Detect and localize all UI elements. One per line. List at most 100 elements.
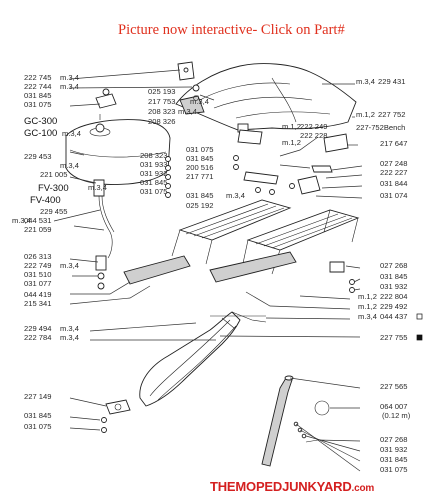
part-number-link[interactable]: 229 453 (24, 152, 51, 161)
part-number-link[interactable]: 031 075 (186, 145, 213, 154)
part-number-link[interactable]: 044 419 (24, 290, 51, 299)
model-annotation: m.3,4 (60, 161, 79, 170)
model-annotation: m.1,2 (282, 138, 301, 147)
part-number-link[interactable]: 031 844 (380, 179, 407, 188)
part-number-link[interactable]: 031 845 (24, 411, 51, 420)
part-number-link[interactable]: 222 784 (24, 333, 51, 342)
part-number-link[interactable]: 227 149 (24, 392, 51, 401)
model-annotation: m.3,4 (62, 129, 81, 138)
part-number-link[interactable]: 222 228 (300, 131, 327, 140)
model-annotation: m.3,4 (226, 191, 245, 200)
drawing-layer (53, 61, 363, 472)
part-number-link[interactable]: 025 192 (186, 201, 213, 210)
part-number-link[interactable]: 031 845 (24, 91, 51, 100)
part-number-link[interactable]: 031 845 (186, 191, 213, 200)
site-footer: THEMOPEDJUNKYARD.com (210, 479, 374, 494)
part-number-link[interactable]: 227 755 (380, 333, 407, 342)
model-annotation: m.3,4 (12, 216, 31, 225)
part-number-link[interactable]: 027 268 (380, 435, 407, 444)
footer-domain-suffix: .com (351, 483, 375, 494)
part-number-link[interactable]: 031 933 (140, 160, 167, 169)
part-number-link[interactable]: 222 249 (300, 122, 327, 131)
exhaust-flange (101, 399, 131, 433)
part-number-link[interactable]: 221 005 (40, 170, 67, 179)
part-number-link[interactable]: 031 075 (380, 465, 407, 474)
part-number-link[interactable]: 221 059 (24, 225, 51, 234)
seat-latch (179, 95, 205, 115)
part-number-link[interactable]: 031 075 (140, 187, 167, 196)
part-number-link[interactable]: 031 932 (380, 445, 407, 454)
part-number-link[interactable]: 215 341 (24, 299, 51, 308)
model-annotation: m.3,4 (88, 183, 107, 192)
part-number-link[interactable]: 222 749 (24, 261, 51, 270)
part-number-link[interactable]: 208 323 (148, 107, 175, 116)
interactive-banner: Picture now interactive- Click on Part# (118, 22, 345, 38)
part-number-link[interactable]: 229 431 (378, 77, 405, 86)
luggage-rack-drawing (171, 199, 360, 275)
model-annotation: m.1,2 (282, 122, 301, 131)
model-annotation: m.1,2 (356, 110, 375, 119)
footer-brand: THEMOPEDJUNKYARD (210, 479, 352, 494)
part-number-link[interactable]: 222 227 (380, 168, 407, 177)
part-number-link[interactable]: 031 845 (186, 154, 213, 163)
open-box-marker (416, 313, 423, 320)
model-annotation: m.3,4 (60, 261, 79, 270)
part-number-link[interactable]: 031 077 (24, 279, 51, 288)
part-number-link[interactable]: 031 510 (24, 270, 51, 279)
model-annotation: m.3,4 (60, 333, 79, 342)
part-number-link[interactable]: 227 752 (378, 110, 405, 119)
part-number-link[interactable]: 227 565 (380, 382, 407, 391)
model-annotation: m.1,2 (358, 302, 377, 311)
length-annotation: (0.12 m) (382, 411, 411, 420)
model-annotation: m.3,4 (178, 107, 197, 116)
part-number-link[interactable]: 027 248 (380, 159, 407, 168)
part-number-link[interactable]: 031 932 (380, 282, 407, 291)
leader-lines (53, 69, 363, 472)
part-number-link[interactable]: 031 074 (380, 191, 407, 200)
part-number-link[interactable]: 064 007 (380, 402, 407, 411)
part-number-link[interactable]: 222 745 (24, 73, 51, 82)
filled-box-marker (416, 334, 423, 341)
part-number-link[interactable]: FV-300 (38, 183, 69, 194)
model-annotation: m.3,4 (60, 82, 79, 91)
part-number-link[interactable]: 027 268 (380, 261, 407, 270)
part-number-link[interactable]: 208 326 (148, 117, 175, 126)
part-number-link[interactable]: 031 845 (140, 178, 167, 187)
part-number-link[interactable]: 229 494 (24, 324, 51, 333)
part-number-link[interactable]: 200 516 (186, 163, 213, 172)
part-number-link[interactable]: 222 804 (380, 292, 407, 301)
part-number-link[interactable]: 025 193 (148, 87, 175, 96)
part-number-link[interactable]: 208 323 (140, 151, 167, 160)
part-number-link[interactable]: GC-100 (24, 128, 57, 139)
part-number-link[interactable]: 217 771 (186, 172, 213, 181)
muffler-drawing (139, 311, 267, 407)
model-annotation: m.3,4 (60, 324, 79, 333)
part-number-link[interactable]: 044 437 (380, 312, 407, 321)
model-annotation: m.3,4 (358, 312, 377, 321)
part-number-link[interactable]: 229 492 (380, 302, 407, 311)
top-brackets (95, 61, 200, 109)
part-number-link[interactable]: 031 845 (380, 272, 407, 281)
part-number-link[interactable]: 026 313 (24, 252, 51, 261)
part-number-link[interactable]: 031 075 (24, 422, 51, 431)
part-number-link[interactable]: 031 075 (24, 100, 51, 109)
model-annotation: m.3,4 (190, 97, 209, 106)
part-number-link[interactable]: 217 753 (148, 97, 175, 106)
part-number-link[interactable]: 031 845 (380, 455, 407, 464)
fuel-valve-drawing (93, 179, 115, 259)
bench-part-link[interactable]: 227-752Bench (356, 123, 405, 132)
model-annotation: m.3,4 (356, 77, 375, 86)
part-number-link[interactable]: 031 932 (140, 169, 167, 178)
part-number-link[interactable]: FV-400 (30, 195, 61, 206)
model-annotation: m.1,2 (358, 292, 377, 301)
part-number-link[interactable]: 229 455 (40, 207, 67, 216)
part-number-link[interactable]: 044 531 (24, 216, 51, 225)
side-footrests (95, 251, 355, 293)
part-number-link[interactable]: 217 647 (380, 139, 407, 148)
part-number-link[interactable]: 222 744 (24, 82, 51, 91)
part-number-link[interactable]: GC-300 (24, 116, 57, 127)
center-hardware (165, 129, 349, 198)
model-annotation: m.3,4 (60, 73, 79, 82)
